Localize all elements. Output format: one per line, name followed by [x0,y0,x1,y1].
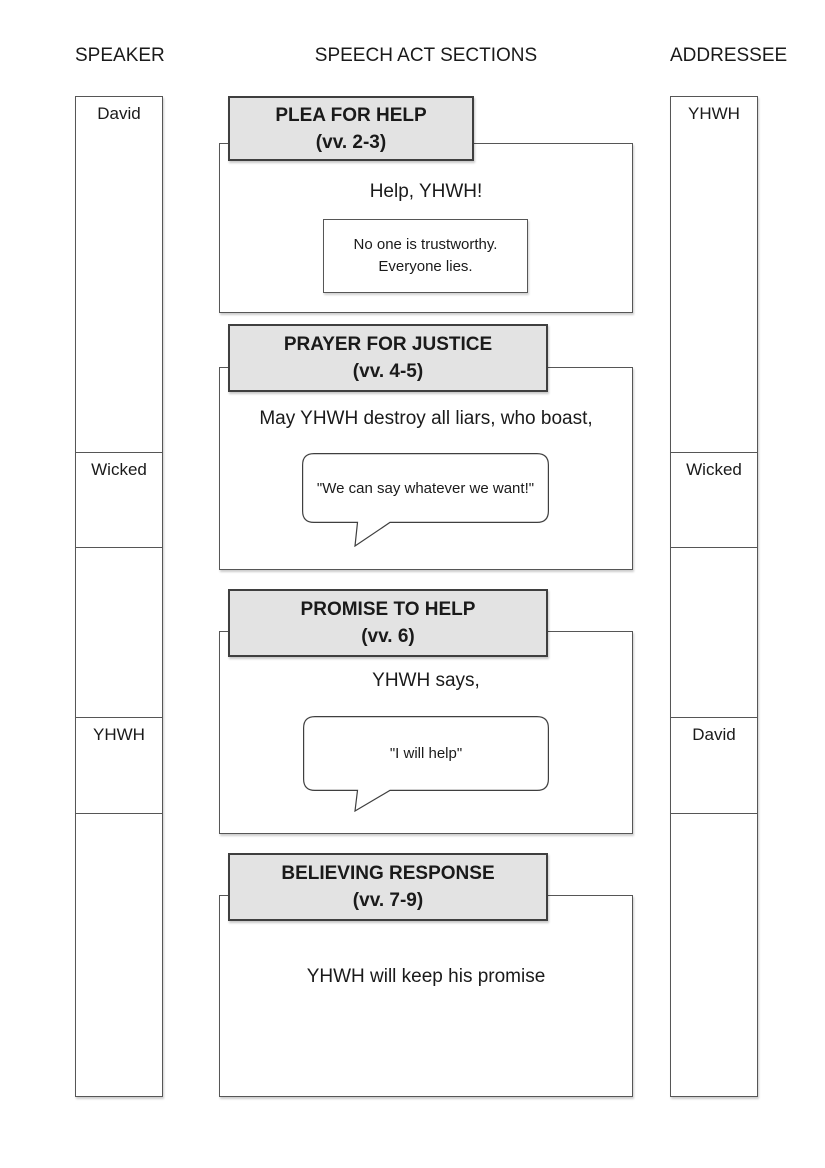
speaker-column: David Wicked YHWH [75,96,163,1097]
speaker-segment-label: YHWH [93,725,145,744]
speaker-segment-wicked: Wicked [76,452,162,547]
section-promise-header: PROMISE TO HELP (vv. 6) [228,589,548,657]
addressee-segment-label [671,814,757,821]
section-promise-verses: (vv. 6) [361,626,415,647]
section-prayer-header: PRAYER FOR JUSTICE (vv. 4-5) [228,324,548,392]
section-plea-header: PLEA FOR HELP (vv. 2-3) [228,96,474,161]
addressee-column-title: ADDRESSEE [670,45,788,66]
yhwh-speech-bubble [303,716,549,812]
speaker-segment-yhwh: YHWH [76,717,162,813]
section-plea-title: PLEA FOR HELP [275,104,427,126]
addressee-segment-blank-1 [671,547,757,717]
section-response-content-box [219,895,633,1097]
addressee-segment-label: David [692,725,736,744]
addressee-segment-yhwh: YHWH [671,97,757,452]
wicked-speech-bubble [302,453,549,547]
speaker-segment-label [76,814,162,821]
section-prayer-body-text: May YHWH destroy all liars, who boast, [259,408,593,429]
addressee-segment-wicked: Wicked [671,452,757,547]
speaker-segment-label: Wicked [91,460,147,479]
addressee-segment-label: YHWH [688,104,740,123]
section-plea-body-text: Help, YHWH! [369,181,483,202]
speaker-segment-blank-1 [76,547,162,717]
section-response-body-text: YHWH will keep his promise [306,966,546,987]
note-line: No one is trustworthy. [353,236,498,253]
addressee-segment-blank-2 [671,813,757,1096]
speech-act-sections-title: SPEECH ACT SECTIONS [314,45,538,66]
addressee-column: YHWH Wicked David [670,96,758,1097]
speaker-segment-label: David [97,104,141,123]
speaker-column-title: SPEAKER [75,45,165,66]
section-plea-verses: (vv. 2-3) [315,131,387,153]
addressee-segment-david: David [671,717,757,813]
section-prayer-verses: (vv. 4-5) [352,361,424,382]
section-response-verses: (vv. 7-9) [352,890,424,911]
speaker-segment-blank-2 [76,813,162,1096]
addressee-segment-label: Wicked [686,460,742,479]
speaker-segment-david: David [76,97,162,452]
wicked-speech-bubble-text: "We can say whatever we want!" [316,479,535,497]
note-line: Everyone lies. [378,258,473,275]
section-plea-note-box: No one is trustworthy. Everyone lies. [323,219,528,293]
section-prayer-title: PRAYER FOR JUSTICE [283,334,493,355]
section-promise-title: PROMISE TO HELP [300,599,476,620]
addressee-segment-label [671,548,757,555]
section-promise-body-text: YHWH says, [372,670,480,691]
speaker-segment-label [76,548,162,555]
section-response-title: BELIEVING RESPONSE [281,863,495,884]
section-response-header: BELIEVING RESPONSE (vv. 7-9) [228,853,548,921]
yhwh-speech-bubble-text: "I will help" [389,745,463,762]
